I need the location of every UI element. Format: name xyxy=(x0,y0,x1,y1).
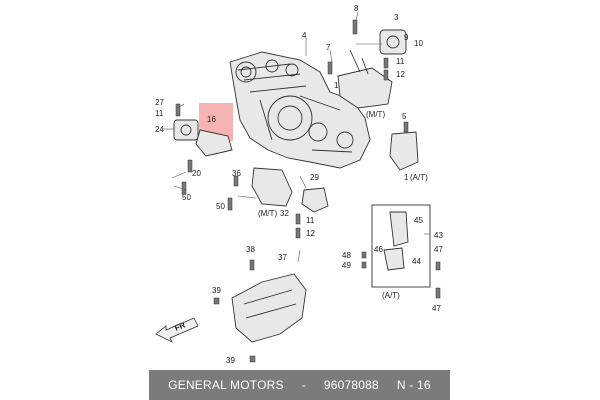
fr-arrow-icon: FR xyxy=(155,317,199,343)
part-label: 45 xyxy=(414,216,423,225)
part-label: 9 xyxy=(404,33,409,42)
part-label: (M/T) xyxy=(258,209,277,218)
part-label: 3 xyxy=(394,13,399,22)
part-label: 11 xyxy=(396,57,405,66)
part-label: 37 xyxy=(278,253,287,262)
part-label: 1 xyxy=(404,173,409,182)
part-label: 4 xyxy=(302,31,307,40)
footer-brand: GENERAL MOTORS xyxy=(168,378,284,392)
part-label: 46 xyxy=(374,245,383,254)
part-label: 39 xyxy=(226,356,235,365)
part-label: 20 xyxy=(192,169,201,178)
footer-separator: - xyxy=(301,378,306,392)
part-label: 44 xyxy=(412,257,421,266)
lower-bracket-mt xyxy=(227,167,329,239)
part-label: 27 xyxy=(155,98,164,107)
footer-part-number: 96078088 xyxy=(323,378,379,392)
footer-bar: GENERAL MOTORS - 96078088 N - 16 xyxy=(149,370,450,400)
part-label: 39 xyxy=(212,286,221,295)
part-label: 49 xyxy=(342,261,351,270)
part-label: 32 xyxy=(280,209,289,218)
part-label: (A/T) xyxy=(382,291,400,300)
highlight-label: 16 xyxy=(207,115,216,124)
leader-lines xyxy=(163,11,430,263)
part-label: 8 xyxy=(354,4,359,13)
underbody-cover xyxy=(213,259,307,363)
part-label: 7 xyxy=(326,43,331,52)
fr-arrow-text: FR xyxy=(173,320,186,332)
at-bracket xyxy=(389,121,419,171)
part-label: 43 xyxy=(434,231,443,240)
part-label: 1 xyxy=(334,81,339,90)
part-label: 47 xyxy=(432,304,441,313)
part-label: 50 xyxy=(182,193,191,202)
part-label: 48 xyxy=(342,251,351,260)
upper-mount-mt xyxy=(327,19,407,109)
footer-ref: N - 16 xyxy=(396,378,431,392)
at-assembly xyxy=(361,204,441,299)
part-label: 10 xyxy=(414,39,423,48)
engine-block xyxy=(229,51,371,169)
part-label: (A/T) xyxy=(410,173,428,182)
part-label: 11 xyxy=(306,216,315,225)
part-label: 38 xyxy=(246,245,255,254)
part-label: 29 xyxy=(310,173,319,182)
part-label: 36 xyxy=(232,169,241,178)
part-label: 50 xyxy=(216,202,225,211)
part-label: 12 xyxy=(306,229,315,238)
part-label: 12 xyxy=(396,70,405,79)
part-label: 5 xyxy=(402,112,407,121)
part-label: 47 xyxy=(434,245,443,254)
part-label: 24 xyxy=(155,125,164,134)
part-label: 11 xyxy=(155,109,164,118)
part-label: (M/T) xyxy=(366,110,385,119)
left-mount xyxy=(173,103,233,195)
